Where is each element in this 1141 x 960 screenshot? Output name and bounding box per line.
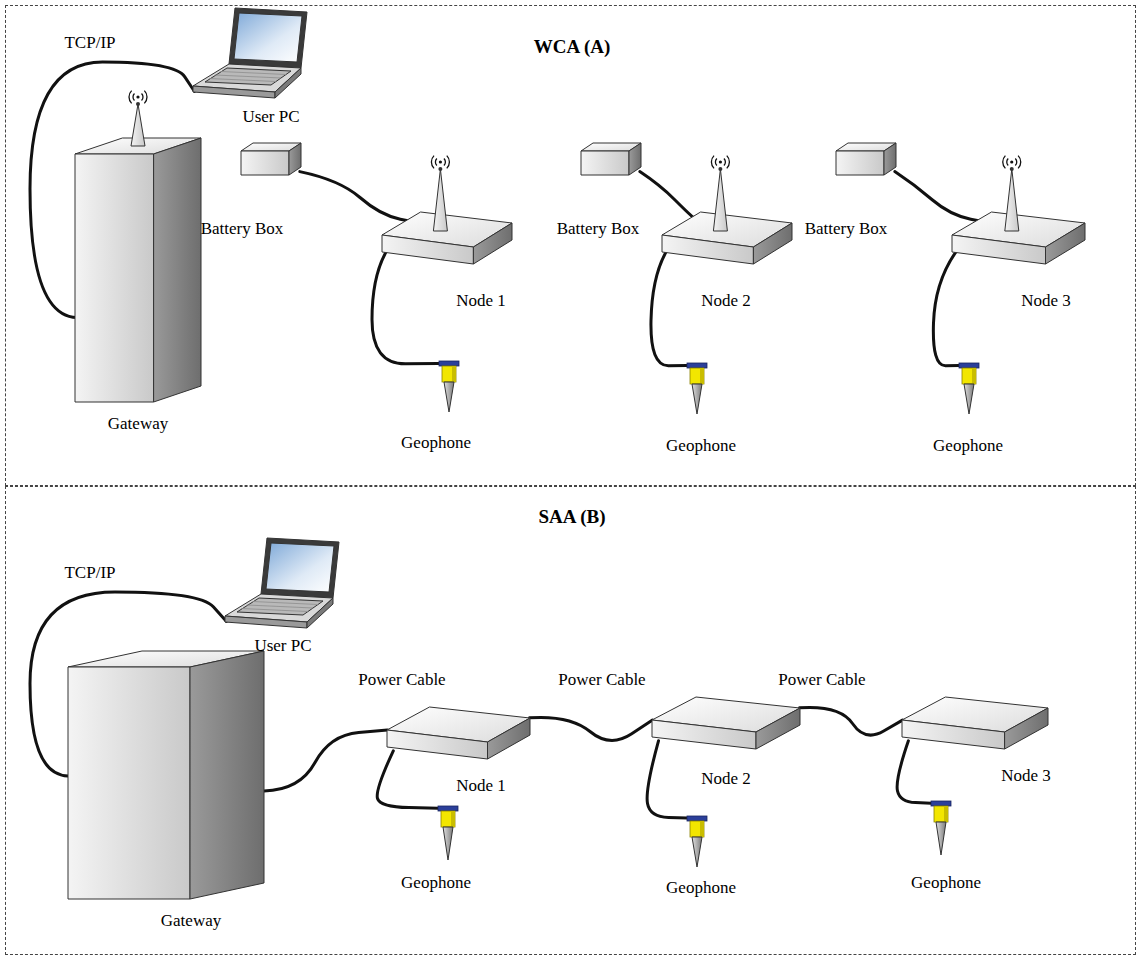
device: Battery Box <box>579 141 643 177</box>
device-label: Geophone <box>401 873 471 893</box>
device: Geophone <box>959 363 979 415</box>
panel-title: SAA (B) <box>538 506 605 528</box>
panel-region: SAA (B)User PCGatewayNode 1GeophoneNode … <box>5 486 1136 955</box>
sensor-node-icon <box>651 696 801 752</box>
device-label: Node 2 <box>701 769 751 789</box>
cable <box>647 741 687 818</box>
cable <box>640 172 701 224</box>
device: Geophone <box>438 806 458 861</box>
cable <box>264 730 387 791</box>
cable-label: Power Cable <box>776 670 867 690</box>
sensor-node-icon <box>381 149 513 267</box>
device: Battery Box <box>239 141 303 177</box>
cable <box>897 741 931 803</box>
device-label: Gateway <box>108 414 168 434</box>
cable <box>300 172 421 224</box>
device: Geophone <box>687 363 707 415</box>
device-label: User PC <box>254 636 311 656</box>
device-label: Geophone <box>933 436 1003 456</box>
device-label: Geophone <box>666 878 736 898</box>
cable <box>895 172 992 224</box>
sensor-node-icon <box>901 696 1049 752</box>
device-label: Node 3 <box>1001 766 1051 786</box>
cable <box>933 249 959 366</box>
geophone-icon <box>687 816 707 868</box>
device: Node 1 <box>386 706 531 762</box>
panel-region: WCA (A)User PCGatewayBattery BoxNode 1Ge… <box>5 5 1136 486</box>
device: Geophone <box>439 361 459 413</box>
geophone-icon <box>931 801 951 856</box>
cable <box>530 717 653 740</box>
cable-label: Power Cable <box>556 670 647 690</box>
cable-label: TCP/IP <box>62 563 117 583</box>
device: Node 2 <box>651 696 801 752</box>
device-label: Battery Box <box>805 219 888 239</box>
device-label: Geophone <box>911 873 981 893</box>
battery-box-icon <box>579 141 643 177</box>
device: Geophone <box>931 801 951 856</box>
device-label: Node 3 <box>1021 291 1071 311</box>
laptop-icon <box>191 6 309 101</box>
device: Node 1 <box>381 149 513 267</box>
sensor-node-icon <box>951 149 1086 267</box>
panel-title: WCA (A) <box>534 36 611 58</box>
device: Gateway <box>73 84 203 404</box>
geophone-icon <box>438 806 458 861</box>
device-label: Battery Box <box>201 219 284 239</box>
sensor-node-icon <box>661 149 793 267</box>
device: Gateway <box>66 651 266 901</box>
device-label: User PC <box>242 107 299 127</box>
device: Node 2 <box>661 149 793 267</box>
device: Battery Box <box>834 141 898 177</box>
cable-label: TCP/IP <box>62 33 117 53</box>
geophone-icon <box>687 363 707 415</box>
device-label: Node 2 <box>701 291 751 311</box>
device-label: Geophone <box>401 433 471 453</box>
device-label: Node 1 <box>456 291 506 311</box>
cable <box>651 249 687 366</box>
cable-label: Power Cable <box>356 670 447 690</box>
device-label: Node 1 <box>456 776 506 796</box>
geophone-icon <box>439 361 459 413</box>
gateway-icon <box>73 84 203 404</box>
battery-box-icon <box>239 141 303 177</box>
device: User PC <box>191 6 309 101</box>
battery-box-icon <box>834 141 898 177</box>
device-label: Gateway <box>161 911 221 931</box>
device-label: Geophone <box>666 436 736 456</box>
sensor-node-icon <box>386 706 531 762</box>
device-label: Battery Box <box>557 219 640 239</box>
gateway-icon <box>66 651 266 901</box>
cable <box>377 751 438 808</box>
device: Geophone <box>687 816 707 868</box>
device: Node 3 <box>951 149 1086 267</box>
cable <box>372 249 439 364</box>
geophone-icon <box>959 363 979 415</box>
cable <box>800 707 903 735</box>
device: Node 3 <box>901 696 1049 752</box>
laptop-icon <box>223 536 341 631</box>
device: User PC <box>223 536 341 631</box>
